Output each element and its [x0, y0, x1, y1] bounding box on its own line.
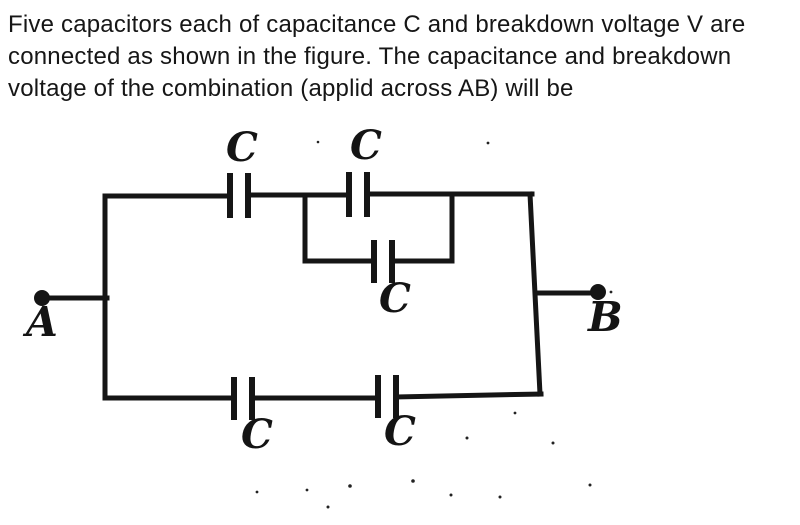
terminal-b-dot: [590, 284, 606, 300]
question-line-3: voltage of the combination (applid acros…: [8, 75, 574, 102]
scan-noise-dot: [449, 493, 453, 497]
scan-noise-dot: [486, 141, 490, 145]
question-line-1: Five capacitors each of capacitance C an…: [8, 11, 746, 38]
label-terminal-b: B: [588, 293, 623, 341]
label-capacitor-bottom-right: C: [384, 408, 416, 455]
scan-noise-dot: [609, 290, 613, 294]
scan-noise: [255, 140, 613, 509]
wire-bottom-segment-3: [393, 391, 544, 400]
terminal-a-dot: [34, 290, 50, 306]
scan-noise-dot: [348, 484, 352, 488]
label-terminal-a: A: [26, 298, 58, 346]
question-text: Five capacitors each of capacitance C an…: [8, 9, 745, 105]
scan-noise-dot: [316, 140, 320, 144]
label-capacitor-top-right: C: [350, 122, 382, 169]
scan-noise-dot: [551, 441, 555, 445]
scan-noise-dot: [255, 490, 259, 494]
label-capacitor-top-left: C: [226, 124, 258, 171]
scan-noise-dot: [498, 495, 502, 499]
question-line-2: connected as shown in the figure. The ca…: [8, 43, 732, 70]
label-capacitor-bottom-left: C: [241, 411, 273, 458]
label-capacitor-middle: C: [379, 275, 411, 322]
scan-noise-dot: [305, 488, 309, 492]
scan-noise-dot: [513, 411, 517, 415]
scan-noise-dot: [326, 505, 330, 509]
scan-noise-dot: [411, 479, 415, 483]
scan-noise-dot: [465, 436, 469, 440]
scan-noise-dot: [588, 483, 592, 487]
